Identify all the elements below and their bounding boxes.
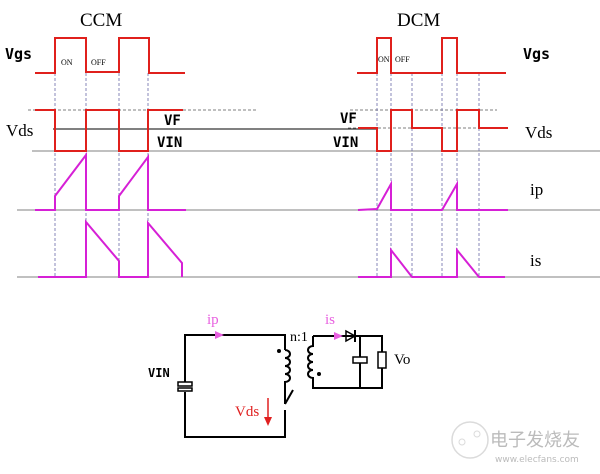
dcm-off-label: OFF	[395, 55, 410, 64]
resistor-icon	[377, 351, 387, 369]
dcm-on-label: ON	[378, 55, 390, 64]
dcm-vin-label: VIN	[333, 135, 358, 151]
watermark-logo	[451, 421, 489, 459]
ccm-vgs-label: Vgs	[5, 45, 32, 63]
ccm-vds-label: Vds	[6, 121, 33, 140]
secondary-coil-icon	[307, 336, 314, 379]
primary-top-wire	[184, 334, 286, 382]
dcm-vds-waveform	[358, 109, 508, 152]
primary-coil-icon	[284, 349, 291, 404]
is-arrow-icon	[334, 332, 343, 340]
circuit-vds-label: Vds	[235, 404, 259, 420]
primary-bottom-wire	[184, 392, 286, 438]
ccm-vf-label: VF	[164, 113, 181, 129]
dcm-title: DCM	[397, 10, 440, 31]
vo-label: Vo	[394, 352, 410, 368]
capacitor-icon	[352, 356, 368, 364]
dcm-vgs-label: Vgs	[523, 45, 550, 63]
watermark-brand: 电子发烧友	[490, 430, 580, 451]
flyback-circuit	[177, 329, 387, 438]
dcm-ip-waveform	[357, 180, 508, 211]
dcm-timing-guides	[376, 73, 480, 277]
ip-arrow-icon	[215, 331, 224, 339]
diode-icon	[345, 329, 357, 343]
circuit-is-label: is	[325, 312, 335, 328]
ccm-title: CCM	[80, 10, 122, 31]
ccm-vgs-waveform	[35, 37, 185, 74]
dcm-vgs-waveform	[357, 37, 506, 74]
circuit-vin-label: VIN	[148, 366, 170, 380]
secondary-dot-icon	[317, 372, 321, 376]
vin-battery-icon	[177, 381, 193, 387]
switch-icon	[284, 389, 294, 405]
secondary-loop-wire	[312, 335, 383, 389]
ccm-ip-waveform	[35, 152, 186, 211]
dcm-vds-label: Vds	[525, 123, 552, 142]
dcm-vf-label: VF	[340, 111, 357, 127]
ccm-on-label: ON	[61, 58, 73, 67]
ccm-off-label: OFF	[91, 58, 106, 67]
primary-dot-icon	[277, 349, 281, 353]
turns-ratio-label: n:1	[290, 330, 308, 345]
dcm-ip-label: ip	[530, 180, 543, 199]
ccm-is-waveform	[38, 219, 183, 278]
circuit-ip-label: ip	[207, 312, 219, 328]
ccm-vds-waveform	[35, 109, 183, 152]
dcm-is-label: is	[530, 251, 541, 270]
ccm-vin-label: VIN	[157, 135, 182, 151]
dcm-is-waveform	[358, 247, 505, 278]
watermark-url: www.elecfans.com	[495, 455, 579, 465]
